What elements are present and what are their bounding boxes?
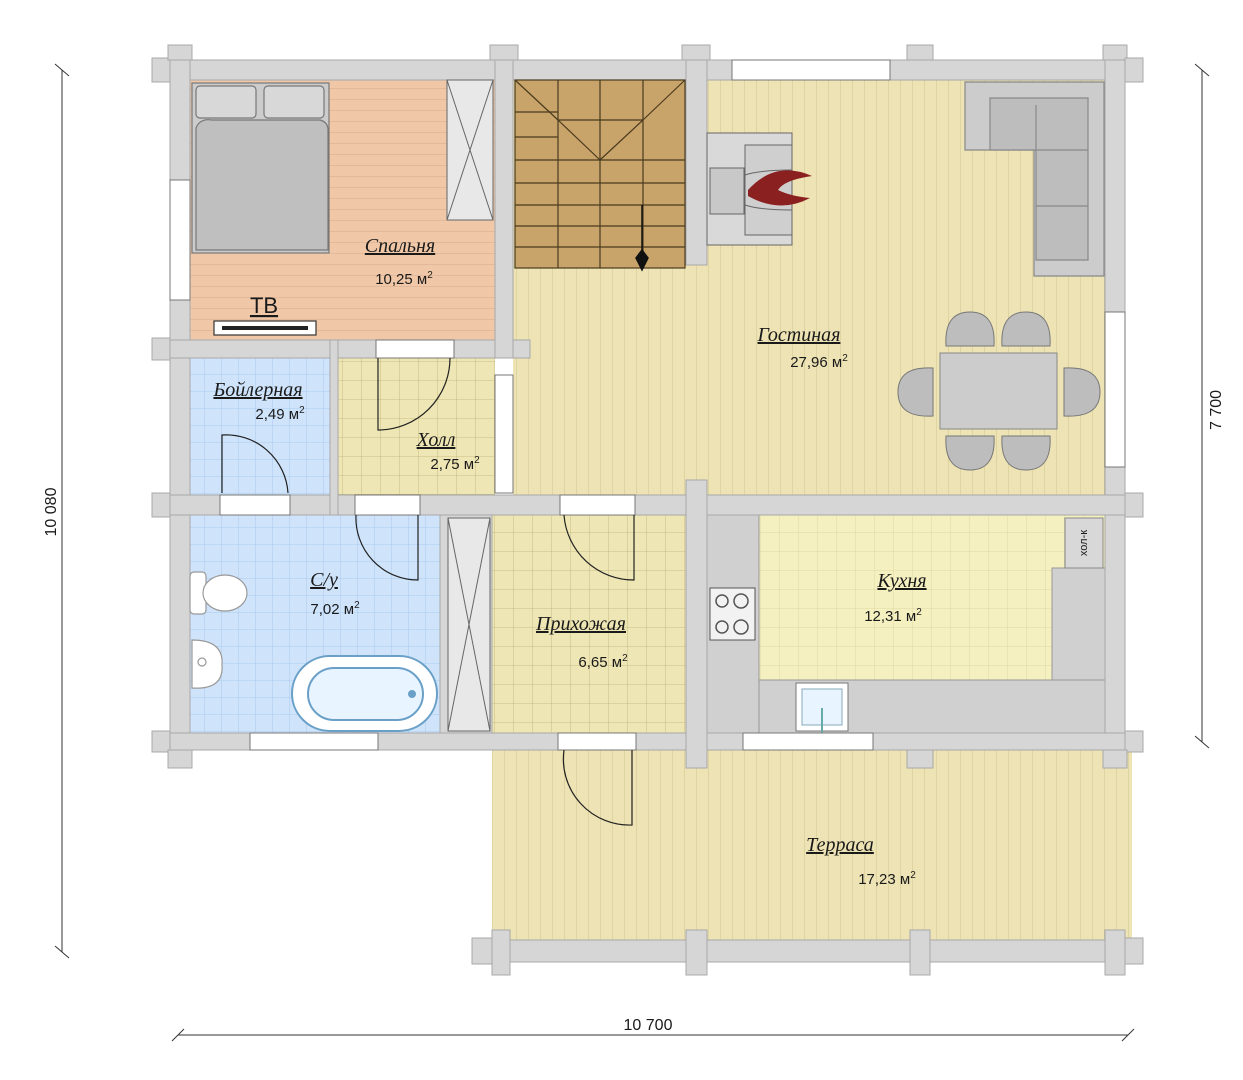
- room-area-entry: 6,65 м2: [578, 653, 628, 671]
- dimension-total-depth: 10 080: [43, 487, 60, 536]
- room-name-bathroom: С/у: [310, 569, 338, 591]
- fireplace-flame-icon: [748, 170, 812, 206]
- room-name-terrace: Терраса: [806, 834, 874, 856]
- entry-floor: [492, 515, 686, 733]
- stair-arrow-icon: [635, 205, 649, 272]
- sink-icon: [795, 682, 849, 734]
- room-name-living: Гостиная: [757, 324, 841, 346]
- room-area-bathroom: 7,02 м2: [310, 600, 360, 618]
- room-name-boiler: Бойлерная: [212, 379, 302, 401]
- dimension-width: 10 700: [624, 1017, 673, 1034]
- fridge: [1064, 517, 1104, 569]
- wardrobe: [446, 79, 494, 732]
- dining-chairs: [897, 311, 1101, 471]
- room-area-terrace: 17,23 м2: [858, 870, 916, 888]
- dimension-house-depth: 7 700: [1208, 390, 1225, 430]
- room-area-living: 27,96 м2: [790, 353, 848, 371]
- hall-floor: [338, 358, 495, 495]
- fridge-label: хол-к: [1078, 530, 1090, 556]
- room-name-kitchen: Кухня: [876, 570, 926, 592]
- dimension-lines: [54, 63, 1210, 1042]
- bathtub: [291, 655, 438, 732]
- boiler-floor: [190, 358, 330, 495]
- room-name-bedroom: Спальня: [365, 235, 435, 257]
- tv-screen: [222, 326, 308, 330]
- room-area-bedroom: 10,25 м2: [375, 270, 433, 288]
- room-area-boiler: 2,49 м2: [255, 405, 305, 423]
- door-swings: [221, 357, 635, 826]
- corner-sofa: [964, 81, 1105, 277]
- log-ends: [151, 44, 1144, 965]
- staircase: [514, 79, 686, 269]
- washbasin: [191, 639, 223, 689]
- windows: [169, 59, 1126, 751]
- toilet: [189, 571, 248, 615]
- stove-icon: [709, 587, 756, 641]
- room-name-hall: Холл: [416, 429, 456, 451]
- room-area-kitchen: 12,31 м2: [864, 607, 922, 625]
- room-area-hall: 2,75 м2: [430, 455, 480, 473]
- terrace-floor: [492, 750, 1132, 962]
- dining-table: [939, 352, 1058, 430]
- bed: [191, 82, 330, 254]
- room-name-entry: Прихожая: [535, 613, 626, 635]
- tv-label: ТВ: [250, 293, 278, 318]
